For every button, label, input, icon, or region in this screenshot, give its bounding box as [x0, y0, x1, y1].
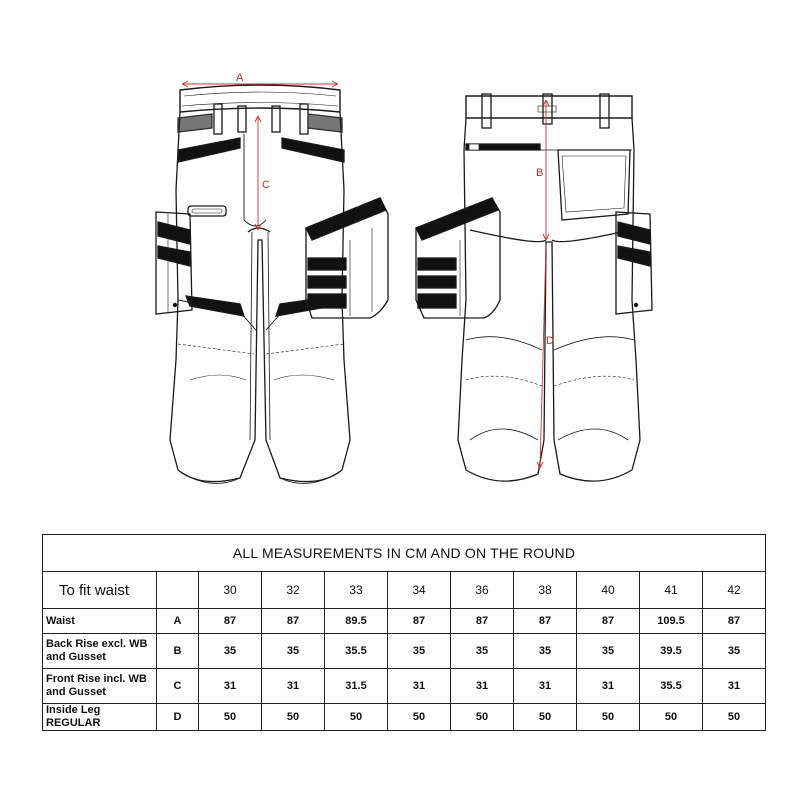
measurement-code: C	[156, 668, 199, 704]
size-header-cell: 40	[576, 571, 640, 609]
size-header-cell: 34	[387, 571, 451, 609]
measurement-code: A	[156, 608, 199, 634]
measurement-value: 50	[701, 703, 767, 731]
measurement-value: 109.5	[639, 608, 703, 634]
measurement-value: 35	[198, 633, 262, 669]
measurement-value: 50	[387, 703, 451, 731]
size-header-code-cell	[156, 571, 199, 609]
measure-label-c: C	[262, 179, 270, 191]
table-title-row: ALL MEASUREMENTS IN CM AND ON THE ROUND	[41, 534, 767, 572]
measurement-value: 35	[513, 633, 577, 669]
front-measurements	[181, 80, 339, 231]
measurement-label: Front Rise incl. WB and Gusset	[42, 668, 157, 704]
garment-technical-sketch: A C	[155, 72, 653, 484]
size-header-cell: 33	[324, 571, 388, 609]
measure-label-b: B	[536, 167, 543, 179]
size-header-cell: 30	[198, 571, 262, 609]
size-header-cell: 38	[513, 571, 577, 609]
measure-label-d: D	[546, 335, 554, 347]
measurement-value: 50	[513, 703, 577, 731]
measurement-value: 50	[261, 703, 325, 731]
back-measurements	[536, 99, 550, 469]
back-view	[415, 93, 653, 482]
measurement-code: B	[156, 633, 199, 669]
front-view	[155, 84, 389, 484]
measurement-value: 35.5	[639, 668, 703, 704]
measurement-value: 31	[701, 668, 767, 704]
measurement-value: 50	[639, 703, 703, 731]
measurement-value: 31	[198, 668, 262, 704]
measurement-value: 50	[450, 703, 514, 731]
measurement-label: Waist	[42, 608, 157, 634]
measurement-value: 87	[261, 608, 325, 634]
back-right-holster-pocket	[615, 211, 653, 315]
measurement-value: 50	[576, 703, 640, 731]
size-header-cell: 32	[261, 571, 325, 609]
measurement-label: Back Rise excl. WB and Gusset	[42, 633, 157, 669]
measurement-value: 35	[261, 633, 325, 669]
measurement-value: 35.5	[324, 633, 388, 669]
size-chart-table: ALL MEASUREMENTS IN CM AND ON THE ROUND …	[41, 534, 767, 731]
measurement-value: 50	[198, 703, 262, 731]
measurement-value: 50	[324, 703, 388, 731]
measurement-value: 87	[450, 608, 514, 634]
back-patch-pocket	[557, 149, 631, 221]
measurement-label: Inside Leg REGULAR	[42, 703, 157, 731]
back-body-outline	[457, 117, 641, 482]
measurement-value: 31	[261, 668, 325, 704]
table-title: ALL MEASUREMENTS IN CM AND ON THE ROUND	[41, 534, 767, 572]
measurement-value: 87	[576, 608, 640, 634]
front-right-holster-pocket	[305, 197, 389, 319]
measurement-value: 87	[513, 608, 577, 634]
measurement-value: 87	[701, 608, 767, 634]
size-header-cell: 42	[701, 571, 767, 609]
measurement-value: 35	[387, 633, 451, 669]
measurement-value: 87	[198, 608, 262, 634]
measurement-value: 31	[450, 668, 514, 704]
measure-line-d	[539, 243, 547, 469]
measurement-value: 87	[387, 608, 451, 634]
measurement-value: 31	[576, 668, 640, 704]
measurement-value: 31	[387, 668, 451, 704]
size-header-label: To fit waist	[42, 571, 157, 609]
front-waistband	[179, 84, 341, 113]
measurement-value: 39.5	[639, 633, 703, 669]
measurement-code: D	[156, 703, 199, 731]
measurement-value: 31.5	[324, 668, 388, 704]
measurement-value: 35	[701, 633, 767, 669]
measurement-value: 35	[450, 633, 514, 669]
measurement-value: 89.5	[324, 608, 388, 634]
size-header-cell: 41	[639, 571, 703, 609]
front-left-holster-pocket	[155, 211, 193, 315]
measurement-value: 35	[576, 633, 640, 669]
measure-label-a: A	[236, 72, 244, 84]
measurement-value: 31	[513, 668, 577, 704]
size-header-cell: 36	[450, 571, 514, 609]
back-left-holster-pocket	[415, 197, 501, 319]
